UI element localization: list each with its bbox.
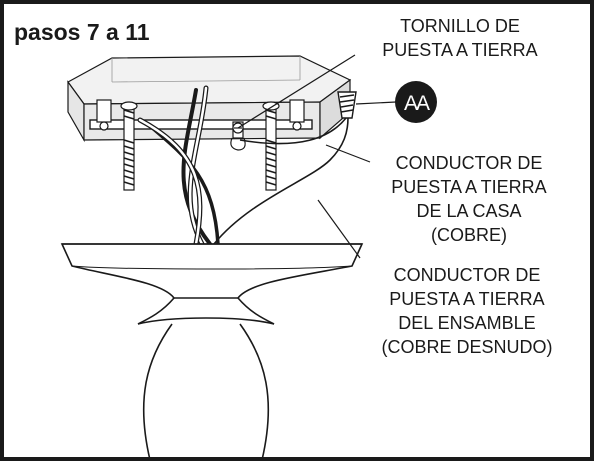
bracket-screw-left bbox=[99, 121, 109, 131]
house-ground-label-line-1: CONDUCTOR DE bbox=[396, 153, 543, 173]
part-badge-text: AA bbox=[404, 92, 430, 115]
junction-box-top bbox=[67, 55, 352, 105]
fixture-stem bbox=[137, 297, 275, 461]
assembly-ground-label: CONDUCTOR DE PUESTA A TIERRA DEL ENSAMBL… bbox=[381, 265, 552, 357]
wire-nut-connector bbox=[337, 91, 357, 119]
assembly-ground-label-line-1: CONDUCTOR DE bbox=[394, 265, 541, 285]
house-ground-label-line-4: (COBRE) bbox=[431, 225, 507, 245]
junction-box bbox=[67, 55, 352, 143]
ground-screw-leader bbox=[237, 54, 356, 129]
ground-screw-label: TORNILLO DE PUESTA A TIERRA bbox=[382, 16, 537, 60]
ground-screw-label-line-2: PUESTA A TIERRA bbox=[382, 40, 537, 60]
house-ground-wire bbox=[239, 117, 347, 145]
house-ground-label-line-3: DE LA CASA bbox=[416, 201, 521, 221]
steps-title: pasos 7 a 11 bbox=[14, 19, 150, 45]
assembly-ground-label-line-3: DEL ENSAMBLE bbox=[398, 313, 535, 333]
left-mounting-screw bbox=[120, 101, 138, 191]
assembly-ground-label-line-4: (COBRE DESNUDO) bbox=[381, 337, 552, 357]
house-ground-label-line-2: PUESTA A TIERRA bbox=[391, 177, 546, 197]
part-badge-circle bbox=[395, 81, 437, 123]
right-mounting-screw bbox=[262, 101, 280, 191]
house-ground-label: CONDUCTOR DE PUESTA A TIERRA DE LA CASA … bbox=[391, 153, 546, 245]
ground-screw-label-line-1: TORNILLO DE bbox=[400, 16, 520, 36]
fixture-canopy bbox=[60, 243, 364, 299]
assembly-ground-wire bbox=[213, 117, 349, 245]
assembly-ground-leader bbox=[317, 199, 361, 259]
badge-leader bbox=[355, 101, 397, 105]
bracket-screw-right bbox=[292, 121, 302, 131]
house-ground-leader bbox=[325, 144, 371, 163]
supply-wires bbox=[137, 85, 220, 247]
assembly-ground-label-line-2: PUESTA A TIERRA bbox=[389, 289, 544, 309]
